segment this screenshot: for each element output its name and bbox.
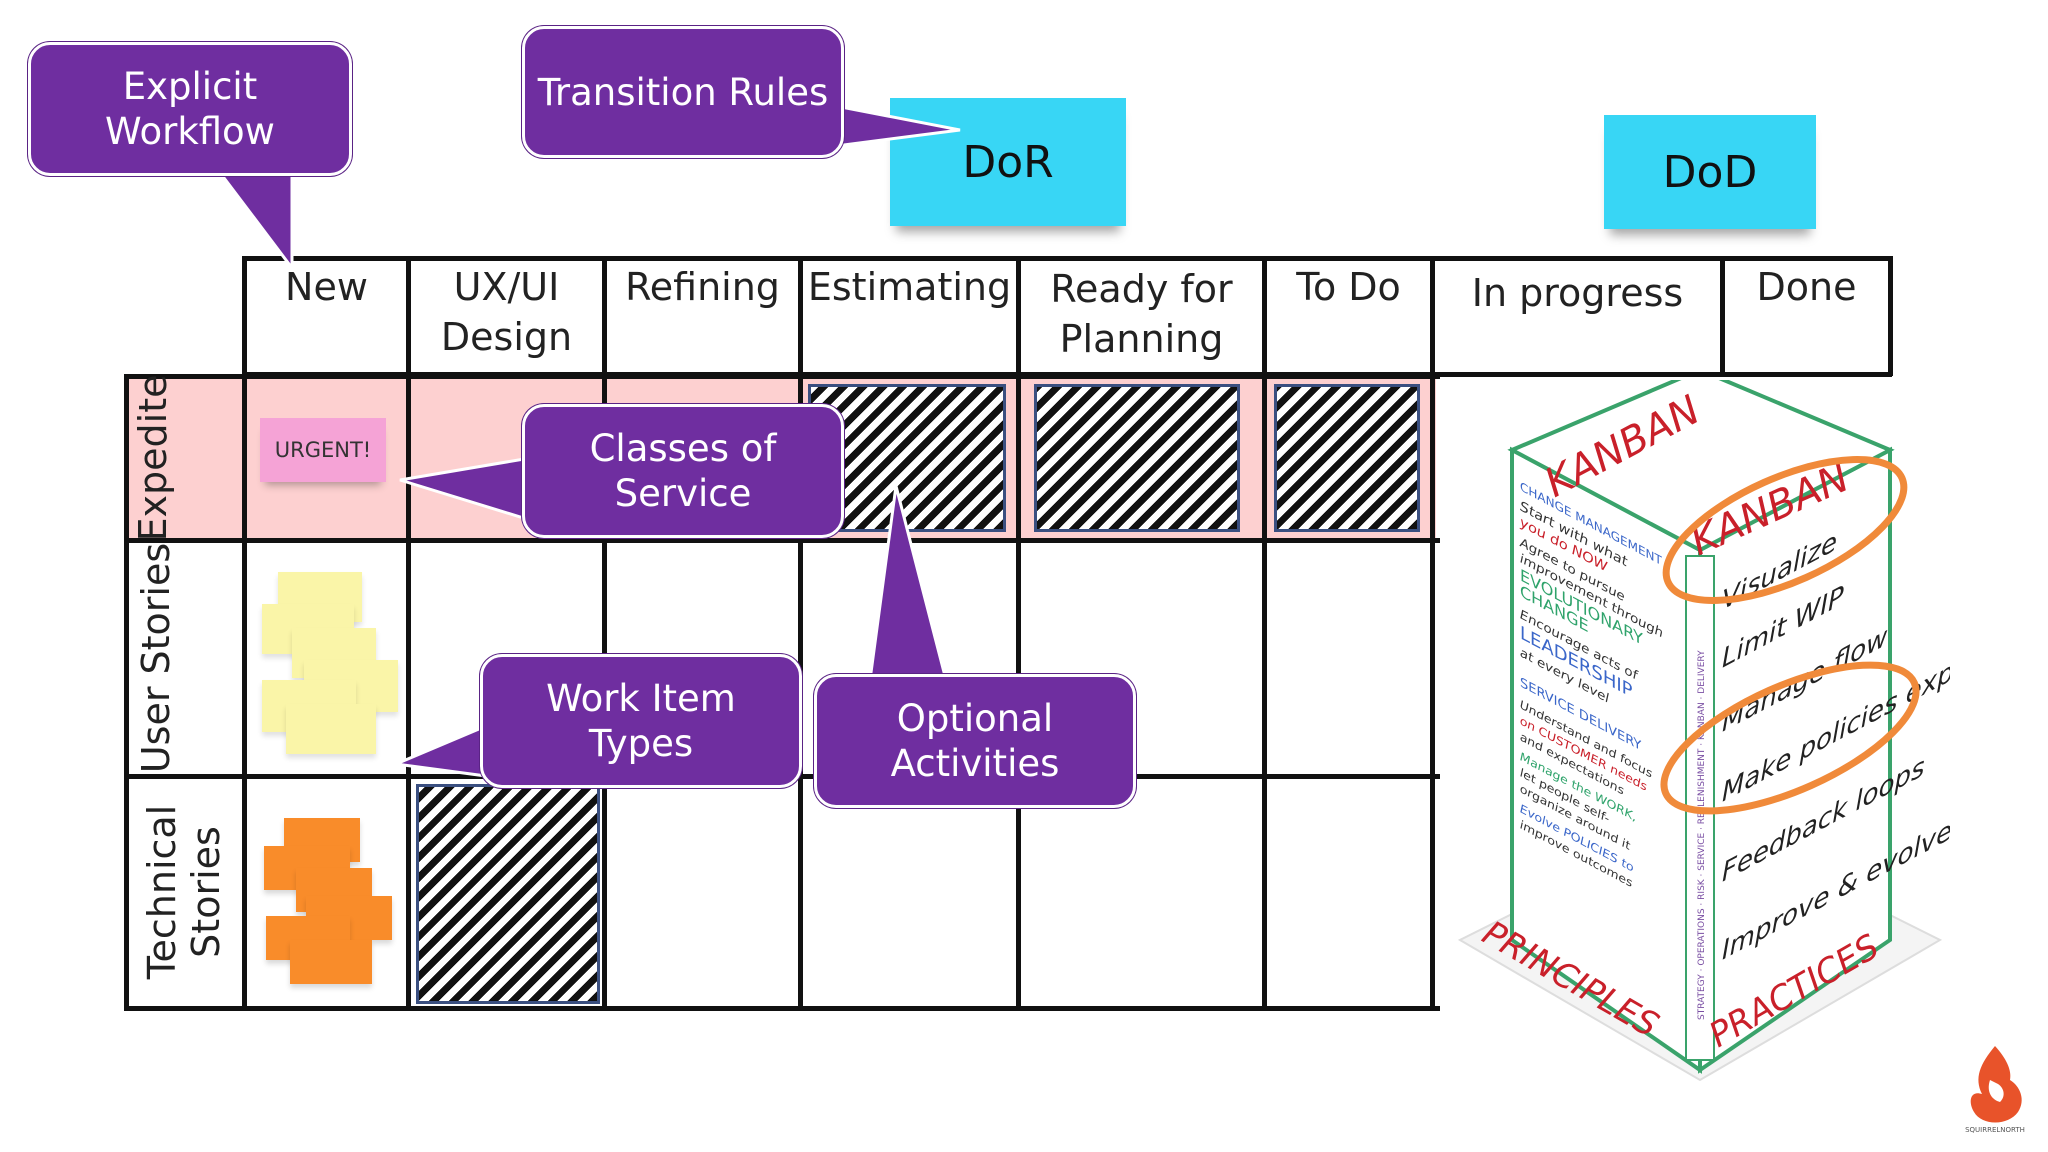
callout-transition-rules: Transition Rules — [522, 26, 844, 158]
column-header-refining: Refining — [625, 265, 780, 309]
board-line — [1888, 256, 1893, 376]
dor-label: DoR — [962, 136, 1054, 188]
board-line — [602, 256, 607, 1008]
board-line — [406, 256, 411, 1008]
hatched-cell-design-technical — [416, 784, 600, 1004]
kanban-box-illustration: KANBAN KANBAN CHANGE MANAGEMENT Start wi… — [1457, 380, 1950, 1082]
board-line — [124, 374, 1440, 379]
tail-explicit-workflow — [214, 168, 294, 273]
board-line — [242, 256, 1892, 261]
urgent-label: URGENT! — [274, 438, 372, 462]
user-story-note — [286, 704, 376, 754]
board-line — [1262, 256, 1267, 1008]
tail-work-item-types — [390, 723, 488, 778]
urgent-sticky-note: URGENT! — [260, 418, 386, 482]
tail-transition-rules — [834, 104, 961, 148]
box-top-face — [1507, 380, 1895, 553]
callout-work-item-types: Work Item Types — [480, 654, 802, 788]
logo-text: SQUIRRELNORTH — [1965, 1126, 2025, 1134]
board-line — [798, 256, 803, 1008]
tail-classes-of-service — [399, 456, 532, 523]
column-header-ready-for-planning: Ready for Planning — [1050, 267, 1233, 361]
dod-sticky-note: DoD — [1604, 115, 1816, 229]
board-line — [1016, 256, 1021, 1008]
board-line — [124, 374, 129, 1008]
column-header-done: Done — [1756, 265, 1857, 309]
callout-classes-of-service: Classes of Service — [522, 404, 844, 538]
dod-label: DoD — [1662, 146, 1758, 198]
column-header-estimating: Estimating — [807, 265, 1012, 309]
board-line — [242, 256, 247, 1008]
hatched-cell-ready-expedite — [1034, 384, 1240, 532]
board-line — [124, 1006, 1440, 1011]
board-line — [124, 538, 1440, 543]
board-line — [1720, 256, 1725, 376]
column-header-ux-ui-design: UX/UI Design — [440, 265, 573, 359]
highlight-ring-policies — [1660, 661, 1920, 815]
squirrelnorth-logo: SQUIRRELNORTH — [1965, 1046, 2025, 1134]
column-header-to-do: To Do — [1296, 265, 1401, 309]
hatched-cell-todo-expedite — [1274, 384, 1420, 532]
callout-explicit-workflow: Explicit Workflow — [28, 42, 352, 176]
column-header-in-progress: In progress — [1471, 271, 1684, 315]
dor-sticky-note: DoR — [890, 98, 1126, 226]
column-header-new: New — [285, 265, 368, 309]
board-line — [1430, 256, 1435, 1008]
tail-optional-activities — [868, 485, 948, 682]
box-spine-text: STRATEGY · OPERATIONS · RISK · SERVICE ·… — [1697, 650, 1707, 1020]
highlight-ring-visualize — [1662, 456, 1908, 604]
technical-story-note — [290, 940, 372, 984]
callout-optional-activities: Optional Activities — [814, 674, 1136, 808]
logo-inner-icon — [1988, 1080, 2004, 1102]
